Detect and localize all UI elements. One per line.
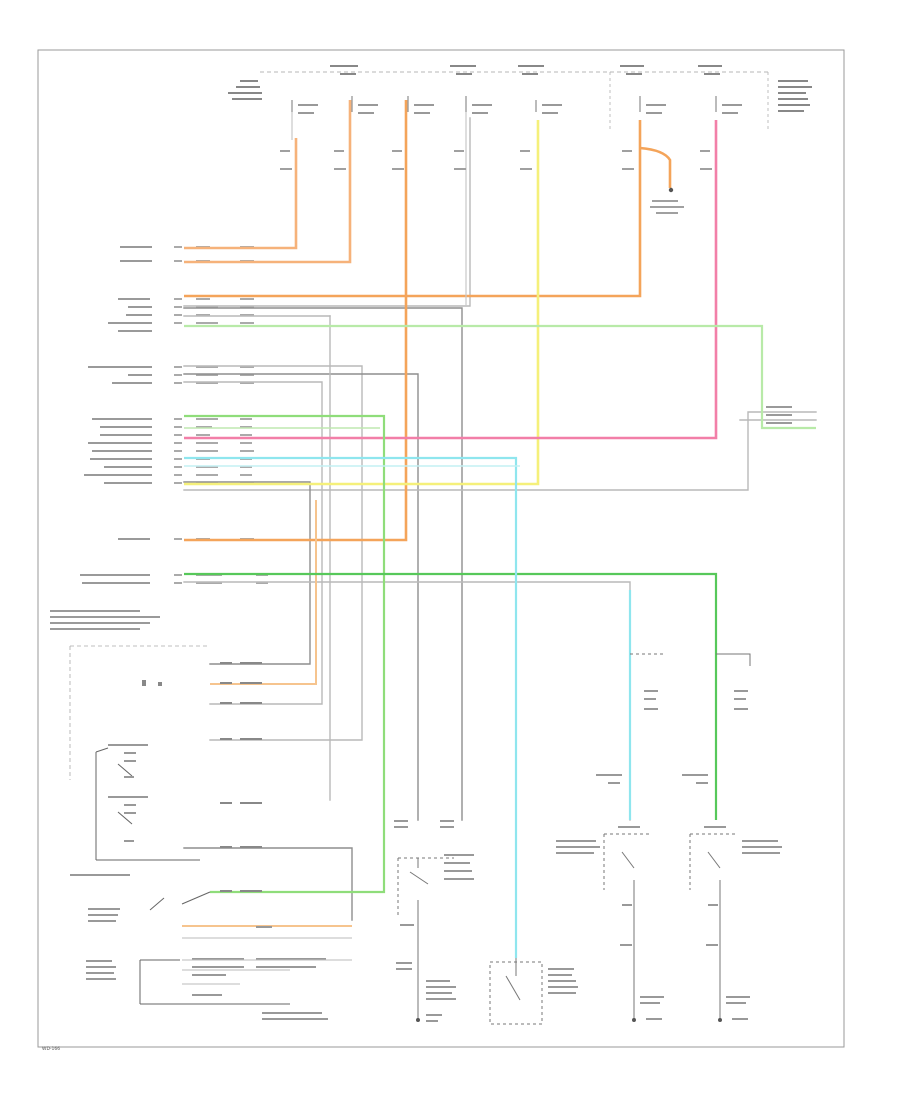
center-bottom-labels [394, 820, 578, 1022]
ground-left-rear [632, 1018, 636, 1022]
right-connector-labels [766, 406, 792, 424]
wires-cyan [184, 456, 632, 958]
wires-green [184, 324, 816, 894]
ground-splice-dot [668, 187, 674, 193]
door-switches [603, 653, 751, 1020]
connector-pin-labels [50, 246, 160, 630]
left-switch-labels [70, 744, 328, 1020]
diagram-footer-code: WD-166 [42, 1046, 60, 1052]
ground-center [416, 1018, 420, 1022]
left-switches [95, 747, 290, 1005]
wires-orange [182, 100, 672, 927]
fuse-wire-stubs [291, 112, 467, 306]
fuse-wire-labels [280, 150, 712, 214]
door-switch-labels [556, 690, 782, 1020]
fuse-symbols [291, 96, 717, 112]
mirror-switch-marks [142, 662, 262, 892]
center-bottom-components [397, 857, 543, 1025]
diagram-border [37, 49, 845, 1048]
ground-right-rear [718, 1018, 722, 1022]
left-switch-wires [182, 937, 352, 985]
wires-gray [183, 117, 817, 921]
wire-pink [184, 120, 718, 440]
fuse-labels [298, 104, 742, 114]
fuse-header-marks [228, 65, 812, 112]
wire-yellow [184, 120, 540, 486]
mirror-switch-module [69, 645, 210, 780]
